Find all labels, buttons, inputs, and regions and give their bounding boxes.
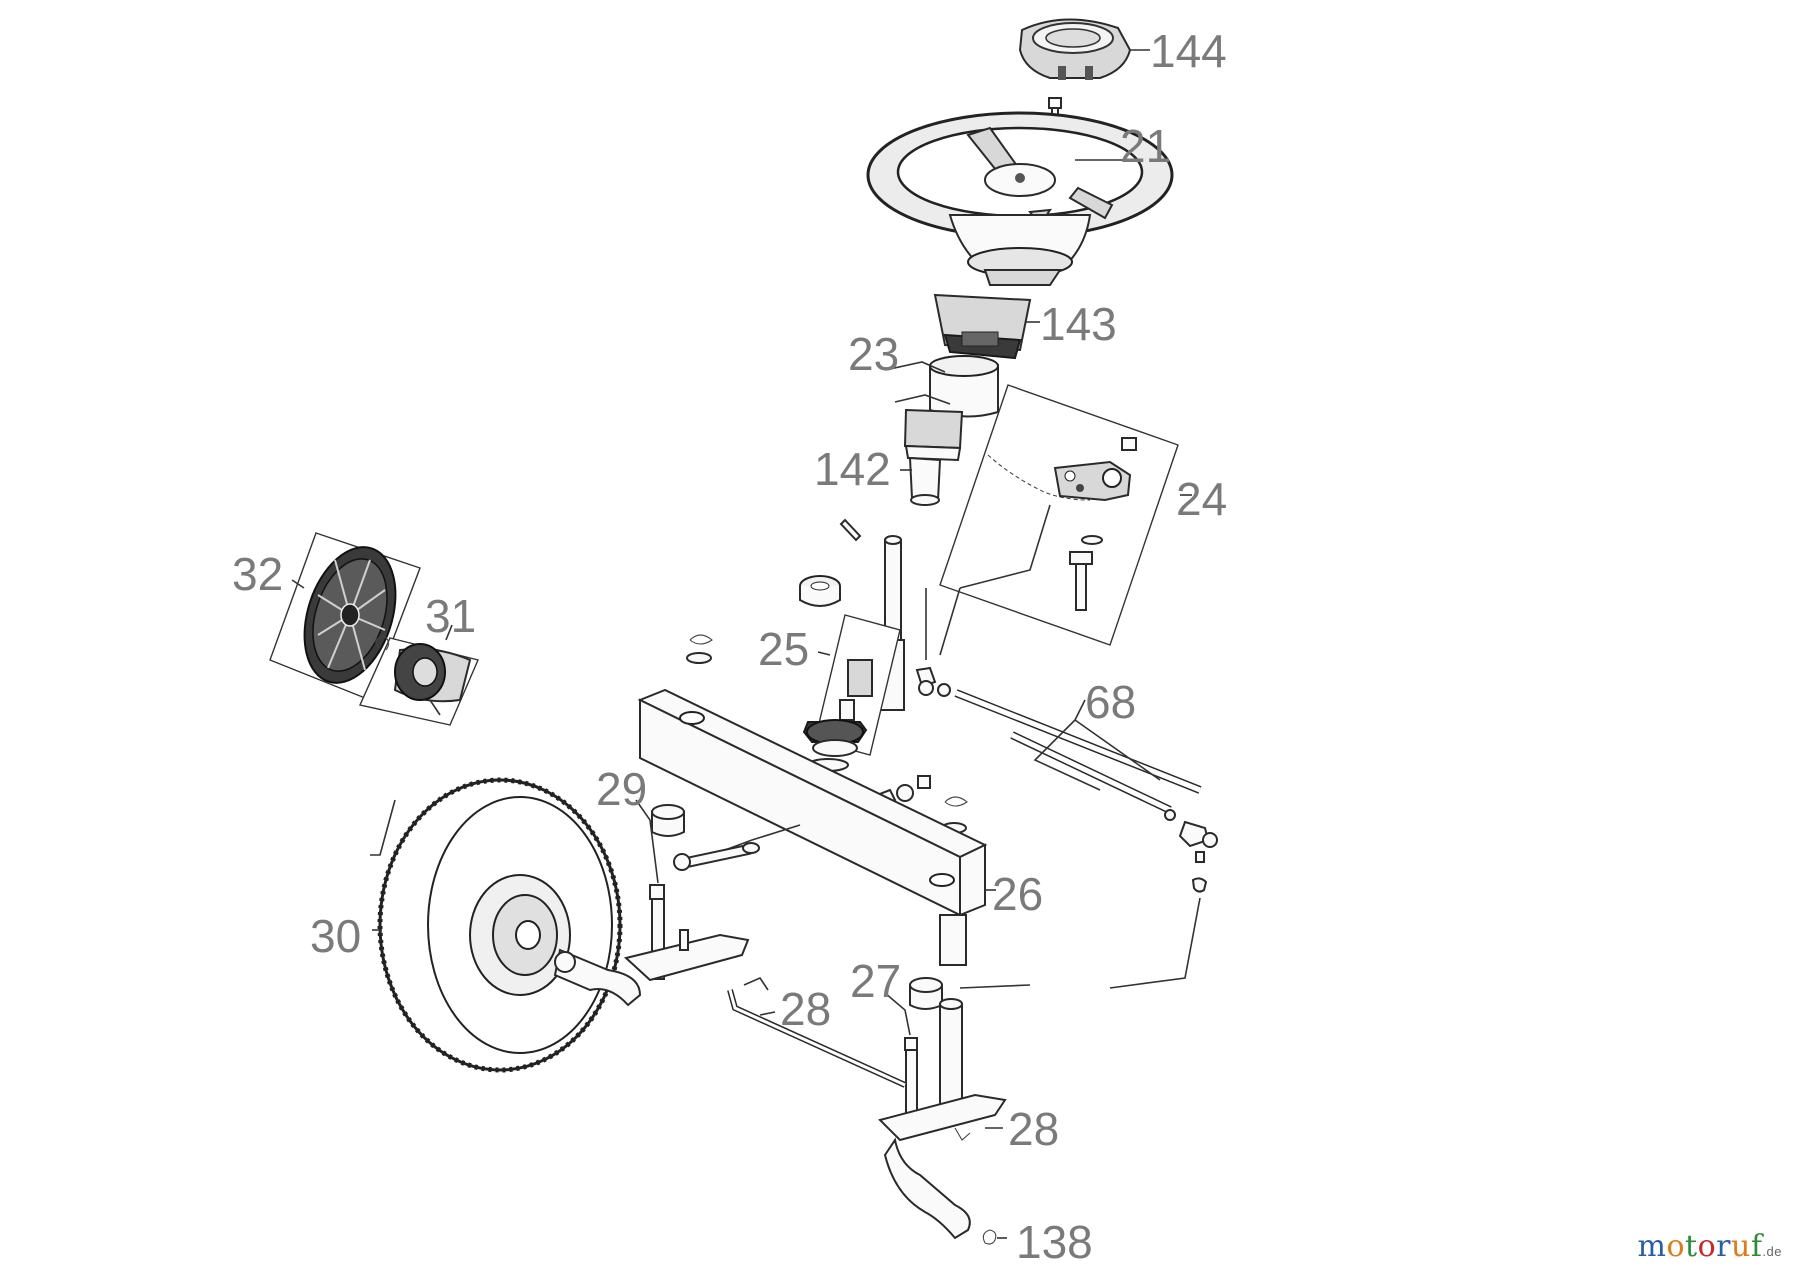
bearing-ring (799, 575, 841, 607)
logo-suffix: .de (1762, 1244, 1782, 1259)
label-29: 29 (596, 763, 647, 815)
part-21-steering-wheel (866, 111, 1174, 286)
pivot-bolt (673, 842, 760, 871)
part-68-tie-rod (954, 689, 1218, 989)
label-28-pin: 28 (1008, 1103, 1059, 1155)
label-27: 27 (850, 955, 901, 1007)
pin-small (839, 518, 862, 542)
part-31-hub-insert (359, 624, 479, 726)
logo-letter: m (1637, 1229, 1667, 1264)
part-144-cap (1018, 18, 1150, 80)
label-31: 31 (425, 590, 476, 642)
part-138-clip (982, 1229, 1007, 1245)
part-143-sleeve (933, 293, 1040, 360)
label-21: 21 (1120, 120, 1171, 172)
part-29-spindle-left (623, 799, 750, 982)
logo-letter: o (1666, 1229, 1686, 1264)
tie-rod-end-upper (915, 588, 951, 697)
part-30-wheel (370, 777, 623, 1073)
logo-letter: t (1685, 1229, 1698, 1264)
label-30: 30 (310, 910, 361, 962)
label-32: 32 (232, 548, 283, 600)
part-28-link-rod (727, 976, 907, 1088)
motoruf-logo: motoruf.de (1638, 1229, 1783, 1264)
label-25: 25 (758, 623, 809, 675)
logo-letter: u (1730, 1229, 1751, 1264)
part-25-bracket (802, 614, 901, 772)
label-24: 24 (1176, 473, 1227, 525)
stub-axle-left (553, 948, 642, 1007)
part-24-sector-panel (939, 384, 1192, 656)
clip-left-top (686, 634, 713, 664)
part-28-cotter-pin (954, 1127, 1003, 1141)
label-138: 138 (1016, 1216, 1093, 1268)
logo-letter: o (1697, 1229, 1717, 1264)
part-142-shaft (894, 394, 964, 506)
label-142: 142 (814, 443, 891, 495)
part-26-axle-beam (637, 688, 996, 966)
logo-letter: f (1750, 1229, 1763, 1264)
label-28-rod: 28 (780, 983, 831, 1035)
label-26: 26 (992, 868, 1043, 920)
logo-letter: r (1716, 1229, 1731, 1264)
part-27-spindle-right (878, 977, 1031, 1240)
label-143: 143 (1040, 298, 1117, 350)
label-23: 23 (848, 328, 899, 380)
label-68: 68 (1085, 676, 1136, 728)
part-23-bushing (884, 355, 999, 418)
label-144: 144 (1150, 25, 1227, 77)
